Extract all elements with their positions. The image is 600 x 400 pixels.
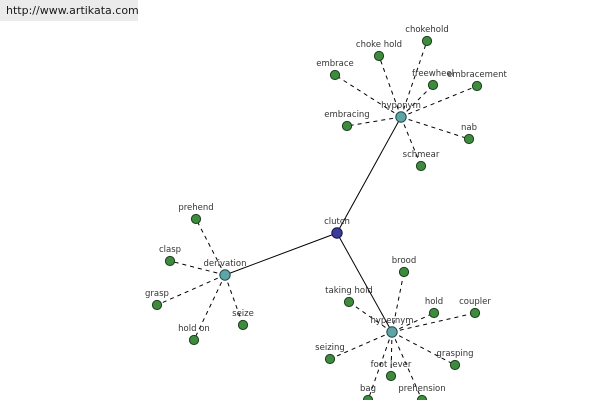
edge-hypernym-taking-hold	[348, 301, 393, 333]
node-grasping[interactable]	[449, 359, 461, 371]
label-seizing[interactable]: seizing	[315, 343, 345, 353]
node-taking-hold[interactable]	[343, 296, 355, 308]
edge-hyponym-nab	[400, 116, 470, 140]
edge-clutch-hypernym	[336, 232, 393, 333]
label-seize[interactable]: seize	[232, 309, 254, 319]
node-embrace[interactable]	[329, 69, 341, 81]
label-hypernym[interactable]: hypernym	[370, 316, 413, 326]
edge-derivation-prehend	[195, 218, 226, 276]
label-grasping[interactable]: grasping	[436, 349, 473, 359]
label-brood[interactable]: brood	[392, 256, 417, 266]
label-derivation[interactable]: derivation	[203, 259, 246, 269]
label-taking-hold[interactable]: taking hold	[325, 286, 373, 296]
edge-hypernym-grasping	[391, 331, 456, 366]
node-brood[interactable]	[398, 266, 410, 278]
edge-hypernym-coupler	[391, 312, 476, 333]
edge-hypernym-brood	[391, 271, 405, 333]
node-seize[interactable]	[237, 319, 249, 331]
edge-clutch-derivation	[224, 232, 338, 276]
label-clasp[interactable]: clasp	[159, 245, 181, 255]
node-freewheel[interactable]	[427, 79, 439, 91]
edge-hypernym-seizing	[329, 331, 393, 360]
edge-hyponym-choke-hold	[378, 55, 402, 118]
edge-hyponym-chokehold	[400, 40, 428, 118]
label-prehend[interactable]: prehend	[178, 203, 213, 213]
source-url[interactable]: http://www.artikata.com	[0, 0, 139, 21]
label-embracing[interactable]: embracing	[324, 110, 369, 120]
label-nab[interactable]: nab	[461, 123, 477, 133]
edge-hyponym-embracing	[346, 116, 402, 127]
label-choke-hold[interactable]: choke hold	[356, 40, 402, 50]
node-nab[interactable]	[463, 133, 475, 145]
edge-derivation-clasp	[169, 260, 226, 276]
label-hyponym[interactable]: hyponym	[381, 101, 421, 111]
label-freewheel[interactable]: freewheel	[412, 69, 454, 79]
label-hold-on[interactable]: hold on	[178, 324, 210, 334]
label-embracement[interactable]: embracement	[447, 70, 507, 80]
node-derivation[interactable]	[219, 269, 231, 281]
node-hold[interactable]	[428, 307, 440, 319]
node-schmear[interactable]	[415, 160, 427, 172]
node-choke-hold[interactable]	[373, 50, 385, 62]
edge-hyponym-embrace	[334, 74, 402, 118]
node-chokehold[interactable]	[421, 35, 433, 47]
label-clutch[interactable]: clutch	[324, 217, 350, 227]
node-seizing[interactable]	[324, 353, 336, 365]
label-foot-lever[interactable]: foot lever	[371, 360, 412, 370]
node-hyponym[interactable]	[395, 111, 407, 123]
label-grasp[interactable]: grasp	[145, 289, 169, 299]
node-clutch[interactable]	[331, 227, 343, 239]
node-embracement[interactable]	[471, 80, 483, 92]
node-clasp[interactable]	[164, 255, 176, 267]
edge-hyponym-embracement	[400, 85, 478, 118]
node-embracing[interactable]	[341, 120, 353, 132]
node-hypernym[interactable]	[386, 326, 398, 338]
label-schmear[interactable]: schmear	[403, 150, 440, 160]
node-prehension[interactable]	[416, 394, 428, 400]
node-coupler[interactable]	[469, 307, 481, 319]
label-coupler[interactable]: coupler	[459, 297, 491, 307]
edge-clutch-hyponym	[336, 116, 402, 234]
node-bag[interactable]	[362, 394, 374, 400]
label-embrace[interactable]: embrace	[316, 59, 354, 69]
label-prehension[interactable]: prehension	[398, 384, 445, 394]
label-bag[interactable]: bag	[360, 384, 376, 394]
node-grasp[interactable]	[151, 299, 163, 311]
edge-derivation-seize	[224, 274, 244, 326]
node-prehend[interactable]	[190, 213, 202, 225]
edge-hyponym-schmear	[400, 116, 422, 167]
node-hold-on[interactable]	[188, 334, 200, 346]
label-chokehold[interactable]: chokehold	[405, 25, 448, 35]
node-foot-lever[interactable]	[385, 370, 397, 382]
label-hold[interactable]: hold	[425, 297, 443, 307]
